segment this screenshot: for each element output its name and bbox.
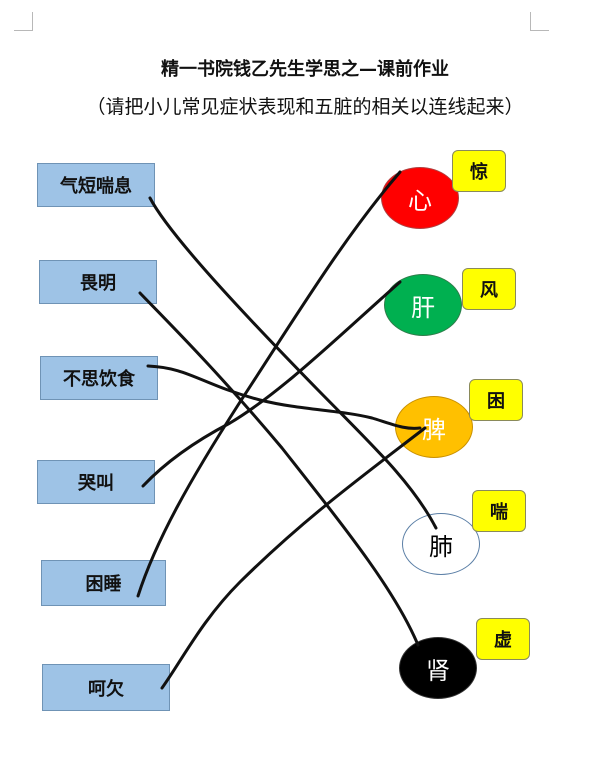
connection-line-photophobia-to-kidney [138, 291, 420, 647]
symptom-box-no-appetite[interactable]: 不思饮食 [40, 356, 158, 400]
organ-label: 心 [408, 186, 432, 215]
organ-label: 脾 [422, 415, 446, 444]
organ-label: 肾 [426, 656, 450, 685]
symptom-box-yawning[interactable]: 呵欠 [42, 664, 170, 711]
emotion-label: 惊 [470, 162, 488, 183]
connection-line-shortness-of-breath-to-lung [148, 196, 438, 530]
symptom-label: 气短喘息 [60, 176, 132, 197]
symptom-label: 呵欠 [88, 678, 124, 700]
symptom-box-photophobia[interactable]: 畏明 [39, 260, 157, 304]
document-title: 精一书院钱乙先生学思之—课前作业 [161, 59, 449, 80]
organ-circle-kidney[interactable]: 肾 [399, 637, 477, 699]
symptom-box-shortness-of-breath[interactable]: 气短喘息 [37, 163, 155, 207]
organ-label: 肺 [429, 532, 453, 561]
symptom-label: 哭叫 [78, 473, 114, 494]
organ-label: 肝 [411, 293, 435, 322]
symptom-box-crying[interactable]: 哭叫 [37, 460, 155, 504]
symptom-label: 畏明 [80, 273, 116, 294]
organ-circle-lung[interactable]: 肺 [402, 513, 480, 575]
document-subtitle: （请把小儿常见症状表现和五脏的相关以连线起来） [86, 96, 524, 118]
page-corner-mark-left [14, 12, 33, 31]
emotion-label: 困 [487, 391, 505, 412]
symptom-label: 不思饮食 [63, 369, 135, 390]
emotion-box-panting[interactable]: 喘 [472, 490, 526, 532]
symptom-label: 困睡 [85, 574, 122, 595]
connection-line-no-appetite-to-spleen [146, 364, 422, 430]
page-corner-mark-right [530, 12, 549, 31]
organ-circle-heart[interactable]: 心 [381, 167, 459, 229]
connection-line-yawning-to-spleen [160, 426, 427, 690]
emotion-label: 风 [480, 280, 498, 301]
organ-circle-spleen[interactable]: 脾 [395, 396, 473, 458]
connection-line-drowsy-to-heart [136, 170, 402, 598]
symptom-box-drowsy[interactable]: 困睡 [41, 560, 166, 606]
emotion-box-fright[interactable]: 惊 [452, 150, 506, 192]
emotion-label: 喘 [490, 502, 508, 523]
emotion-box-wind[interactable]: 风 [462, 268, 516, 310]
emotion-box-deficiency[interactable]: 虚 [476, 618, 530, 660]
connection-line-crying-to-liver [141, 280, 402, 488]
emotion-box-sleepy[interactable]: 困 [469, 379, 523, 421]
organ-circle-liver[interactable]: 肝 [384, 274, 462, 336]
emotion-label: 虚 [494, 630, 512, 651]
